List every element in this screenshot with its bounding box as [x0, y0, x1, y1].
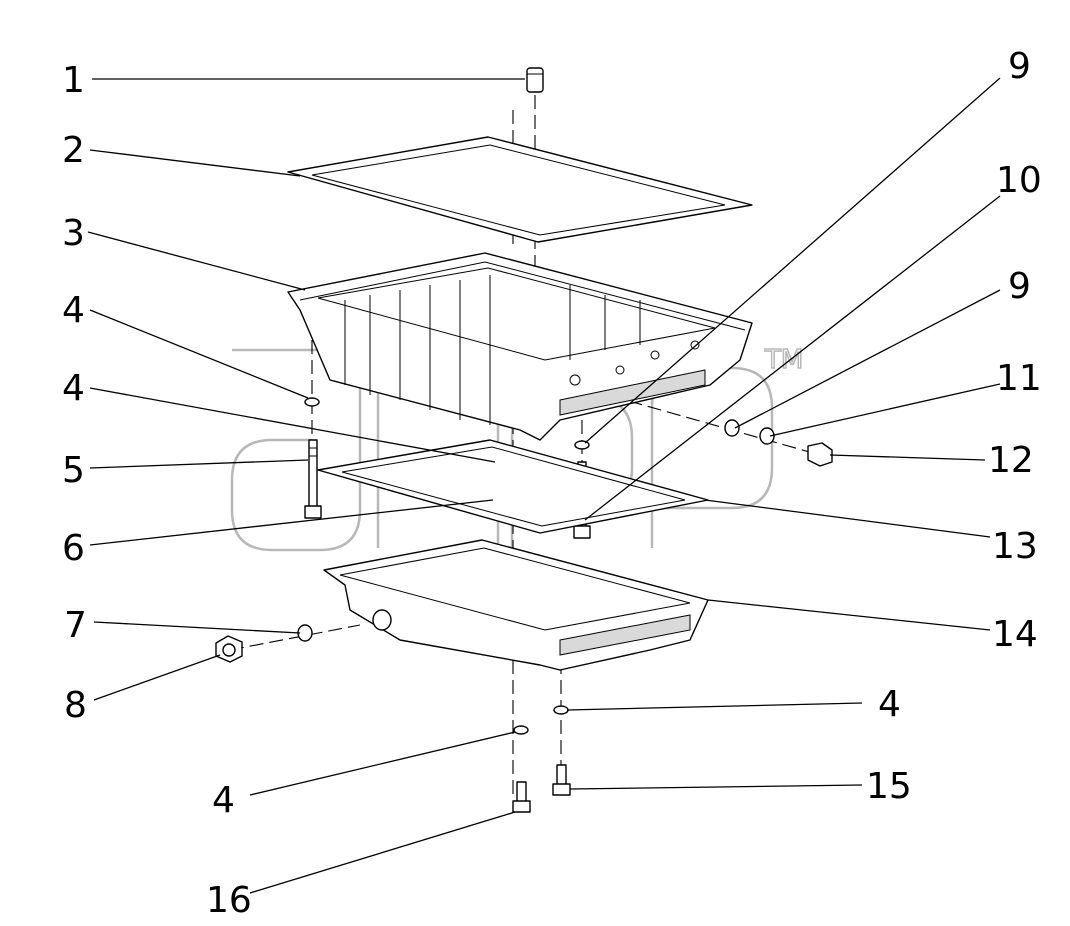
- part-drain-washer: [297, 624, 313, 642]
- part-bottom-bolt-15: [552, 764, 571, 796]
- callout-9a: 9: [1008, 46, 1031, 87]
- callout-4d: 4: [212, 780, 235, 821]
- callout-12: 12: [988, 440, 1034, 481]
- watermark-trademark: TM: [764, 345, 803, 375]
- callout-9b: 9: [1008, 266, 1031, 307]
- callout-4b: 4: [62, 368, 85, 409]
- callout-4c: 4: [878, 684, 901, 725]
- callout-14: 14: [992, 614, 1038, 655]
- callout-10: 10: [996, 160, 1042, 201]
- callout-3: 3: [62, 213, 85, 254]
- part-lower-oil-pan: [323, 539, 709, 671]
- callout-7: 7: [64, 605, 87, 646]
- oil-pan-ribs: [344, 275, 641, 425]
- part-right-washers: [724, 419, 775, 445]
- callout-2: 2: [62, 130, 85, 171]
- callout-4a: 4: [62, 290, 85, 331]
- part-drain-plug: [215, 635, 243, 663]
- callout-15: 15: [866, 766, 912, 807]
- callout-11: 11: [996, 358, 1042, 399]
- part-lower-gasket: [317, 439, 709, 534]
- callout-13: 13: [992, 526, 1038, 567]
- part-right-plug: [807, 442, 833, 467]
- callout-6: 6: [62, 528, 85, 569]
- callout-labels: 1 2 3 4 4 5 6 7 8 9 10 9 11 12 13 14 4 4…: [62, 46, 1042, 921]
- part-upper-oil-pan: [287, 252, 753, 441]
- callout-16: 16: [206, 880, 252, 921]
- part-upper-gasket: [287, 136, 753, 243]
- part-bottom-bolt-16: [512, 781, 531, 813]
- part-dowel: [526, 67, 544, 93]
- callout-5: 5: [62, 450, 85, 491]
- callout-1: 1: [62, 60, 85, 101]
- callout-8: 8: [64, 685, 87, 726]
- leader-lines: [87, 77, 1001, 894]
- part-long-bolt: [304, 439, 322, 519]
